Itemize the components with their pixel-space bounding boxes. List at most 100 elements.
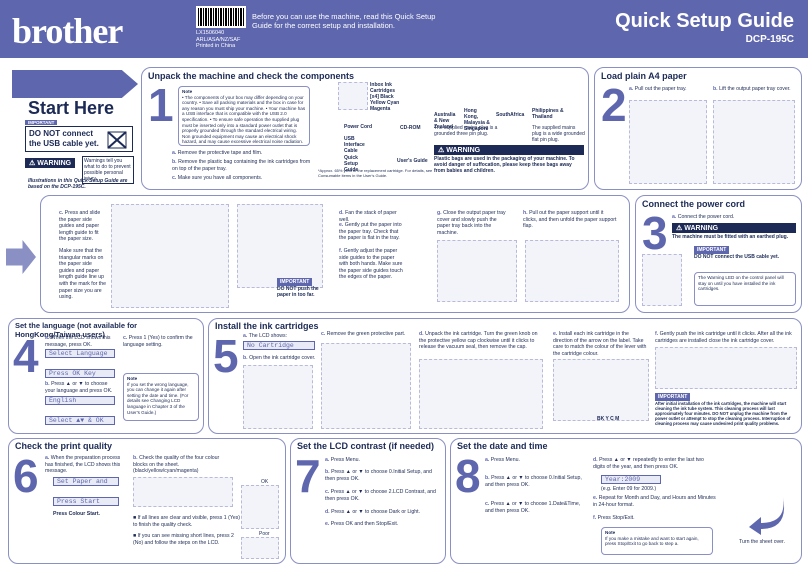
note-title: Note (182, 89, 193, 94)
step-2c: c. Press and slide the paper side guides… (59, 210, 101, 243)
approx-note: *Approx. 65% yield of the replacement ca… (318, 168, 433, 178)
power-cord-image (642, 254, 682, 306)
step-5e: e. Install each ink cartridge in the dir… (553, 331, 647, 357)
section-lcd-contrast: Set the LCD contrast (if needed) 7 a. Pr… (290, 438, 446, 564)
year-example: (e.g. Enter 09 for 2009.) (601, 486, 657, 492)
step-1a: a. Remove the protective tape and film. (172, 150, 263, 156)
lcd-press-start: Press Start (53, 497, 119, 506)
section-4-title: Set the language (not available for Hong… (15, 321, 138, 339)
start-here-title: Start Here (28, 98, 115, 118)
paper-stack-image (237, 204, 323, 288)
step-1c: c. Make sure you have all components. (172, 175, 263, 181)
important-label-5: IMPORTANT (655, 393, 691, 401)
step-4c: c. Press 1 (Yes) to confirm the language… (123, 335, 193, 348)
step-number-3: 3 (642, 207, 668, 259)
machine-image (338, 82, 368, 110)
step-8a: a. Press Menu. (485, 457, 520, 463)
quality-sheet-image (133, 477, 233, 507)
section-unpack: Unpack the machine and check the compone… (141, 67, 589, 190)
note-text: • The components of your box may differ … (182, 94, 306, 145)
header-bar: brother LX1506040 ARL/ASA/NZ/SAF Printed… (0, 0, 808, 58)
step-2h: h. Pull out the paper support until it c… (523, 210, 617, 230)
step-7e: e. Press OK and then Stop/Exit. (325, 521, 399, 527)
step-6c-no: ■ If you can see missing short lines, pr… (133, 533, 234, 546)
cleaning-text: After initial installation of the ink ca… (655, 401, 791, 426)
do-not-push-text: DO NOT push the paper in too far. (277, 286, 319, 298)
install-cartridge-image (553, 359, 649, 421)
step-number-6: 6 (13, 450, 39, 502)
lcd-no-cartridge: No Cartridge (243, 341, 315, 350)
warning-desc: Warnings tell you what to do to prevent … (82, 156, 134, 184)
press-colour-start: Press Colour Start. (53, 511, 100, 517)
do-not-connect-box: DO NOT connect the USB cable yet. (25, 126, 133, 152)
step-5c: c. Remove the green protective part. (321, 331, 406, 337)
step-number-8: 8 (455, 450, 481, 502)
step-5a: a. The LCD shows: (243, 333, 288, 339)
step-7b: b. Press ▲ or ▼ to choose 0.Initial Setu… (325, 469, 432, 482)
step-number-2: 2 (601, 79, 627, 131)
step-7a: a. Press Menu. (325, 457, 360, 463)
plug-au-label: Australia & New Zealand (434, 112, 456, 130)
guide-title: Quick Setup Guide (615, 10, 794, 32)
section-8-title: Set the date and time (457, 441, 548, 451)
intro-text: Before you can use the machine, read thi… (252, 12, 436, 30)
earthed-plug-text: The machine must be fitted with an earth… (672, 234, 789, 240)
step-8f: f. Press Stop/Exit. (593, 515, 635, 521)
plug-ph-label: Philippines & Thailand (532, 108, 564, 120)
ink-cap-image (419, 359, 543, 429)
ok-label: OK (261, 479, 269, 485)
continue-arrow-icon (6, 240, 36, 274)
ink-cover-image (243, 365, 313, 429)
barcode (196, 6, 246, 28)
lcd-select-ok: Select ▲▼ & OK (45, 416, 115, 425)
step-5f: f. Gently push the ink cartridge until i… (655, 331, 792, 344)
step-6a: a. When the preparation process has fini… (45, 455, 121, 475)
section-ink: Install the ink cartridges 5 a. The LCD … (208, 318, 802, 434)
paper-support-image (525, 240, 619, 302)
ink-cartridges-label: Inbox Ink Cartridges [x4] Black Yellow C… (370, 82, 400, 112)
section-language: Set the language (not available for Hong… (8, 318, 204, 434)
turn-sheet-arrow-icon (749, 497, 785, 535)
step-2a: a. Pull out the paper tray. (629, 86, 687, 92)
start-arrow-icon (12, 70, 138, 98)
step-7d: d. Press ▲ or ▼ to choose Dark or Light. (325, 509, 421, 515)
illustrations-note: Illustrations in this Quick Setup Guide … (28, 178, 128, 190)
warning-bar: ⚠ WARNING (434, 145, 584, 155)
step-2g: g. Close the output paper tray cover and… (437, 210, 506, 236)
section-1-title: Unpack the machine and check the compone… (148, 71, 355, 81)
section-date-time: Set the date and time 8 a. Press Menu. b… (450, 438, 802, 564)
qsg-label: Quick Setup Guide (344, 155, 359, 173)
cdrom-label: CD-ROM (400, 125, 421, 131)
section-5-title: Install the ink cartridges (215, 321, 319, 331)
important-label-2: IMPORTANT (277, 278, 313, 286)
lcd-set-paper: Set Paper and (53, 477, 119, 486)
section-power-cord: Connect the power cord 3 a. Connect the … (635, 195, 802, 313)
step-8c: c. Press ▲ or ▼ to choose 1.Date&Time, a… (485, 501, 581, 514)
step-2e: e. Gently put the paper into the paper t… (339, 222, 402, 242)
step-3a: a. Connect the power cord. (672, 214, 735, 220)
warning-label: ⚠ WARNING (25, 158, 76, 168)
step-8e: e. Repeat for Month and Day, and Hours a… (593, 495, 716, 508)
section-3-title: Connect the power cord (642, 199, 746, 209)
step-2d: d. Fan the stack of paper well. (339, 210, 397, 223)
section-print-quality: Check the print quality 6 a. When the pr… (8, 438, 286, 564)
step-2c-detail: Make sure that the triangular marks on t… (59, 248, 106, 301)
output-cover-image (713, 100, 795, 184)
step-8d: d. Press ▲ or ▼ repeatedly to enter the … (593, 457, 704, 470)
step-number-5: 5 (213, 330, 239, 382)
warning-led-note: The Warning LED on the control panel wil… (694, 272, 796, 306)
brother-logo: brother (12, 11, 123, 51)
usb-cable-label: USB Interface Cable (344, 136, 365, 154)
ug-label: User's Guide (397, 158, 428, 164)
step-1b: b. Remove the plastic bag containing the… (172, 159, 311, 172)
step-5b: b. Open the ink cartridge cover. (243, 355, 316, 361)
plug-sa-label: SouthAfrica (496, 112, 525, 118)
plug-hk-label: Hong Kong, Malaysia & Singapore (464, 108, 490, 132)
model-number: DCP-195C (745, 34, 794, 45)
step-2b: b. Lift the output paper tray cover. (713, 86, 791, 92)
crossed-usb-icon (107, 131, 127, 149)
section-2-title: Load plain A4 paper (601, 71, 687, 81)
lcd-year: Year:2009 (601, 475, 661, 484)
close-ink-cover-image (655, 347, 797, 389)
